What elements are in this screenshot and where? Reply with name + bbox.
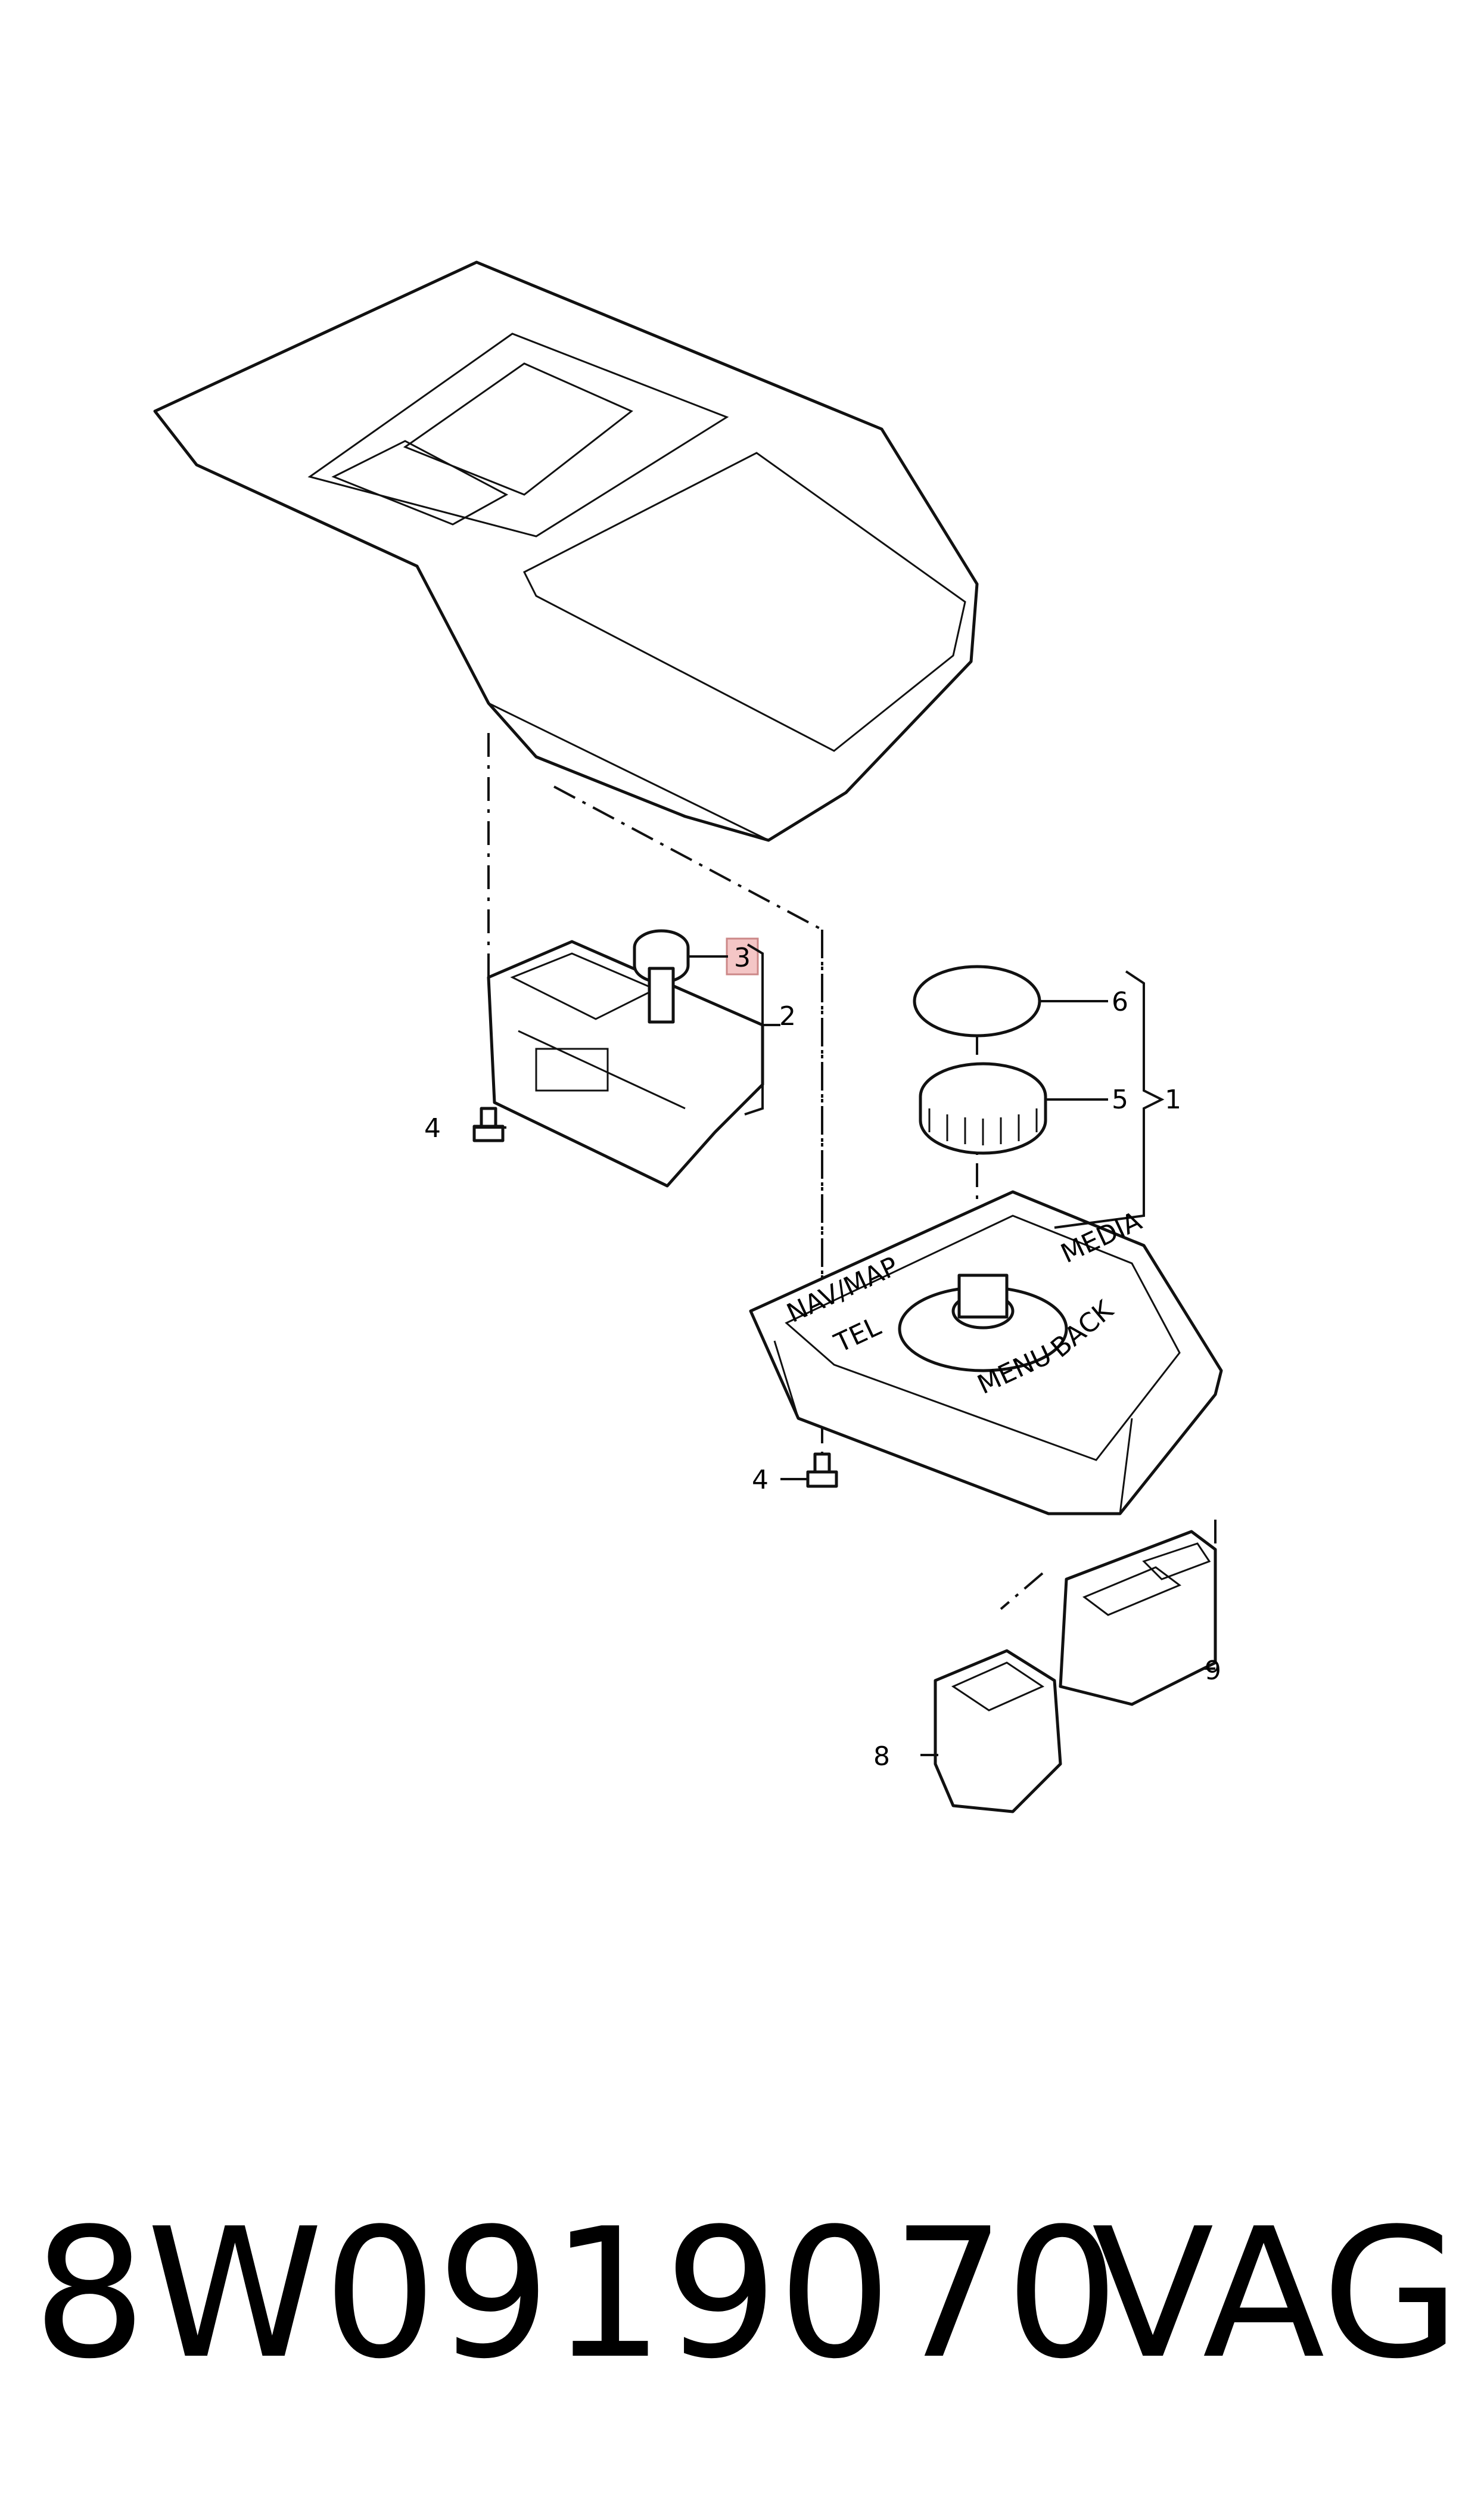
- part-5-knurled-ring: [919, 1062, 1047, 1155]
- leader-lines: [474, 943, 1215, 1756]
- part-2-control-unit: [487, 940, 764, 1188]
- screw-4-left: [472, 1107, 505, 1142]
- part-3-small-knob: [633, 929, 690, 1024]
- part-9-switch-unit: [1059, 1530, 1217, 1706]
- part-3-highlight-box: [726, 937, 759, 976]
- part-8-switch: [934, 1649, 1062, 1813]
- callout-9: 9: [1205, 1655, 1221, 1686]
- callout-1: 1: [1165, 1085, 1181, 1115]
- console-trim-panel: [153, 260, 979, 842]
- part-6-cover-disc: [913, 965, 1041, 1038]
- screw-4-right: [806, 1452, 838, 1488]
- callout-3: 3: [734, 943, 751, 973]
- callout-5: 5: [1112, 1085, 1128, 1115]
- callout-8: 8: [873, 1741, 890, 1772]
- callout-6: 6: [1112, 987, 1128, 1017]
- part-number-text: 8W0919070: [33, 2190, 1119, 2398]
- callout-2: 2: [779, 1001, 796, 1032]
- part-1-mmi-control-unit: [749, 1190, 1223, 1515]
- brand-text: VAG: [1091, 2190, 1460, 2398]
- callout-4-right: 4: [752, 1465, 769, 1495]
- callout-4-left: 4: [424, 1113, 441, 1144]
